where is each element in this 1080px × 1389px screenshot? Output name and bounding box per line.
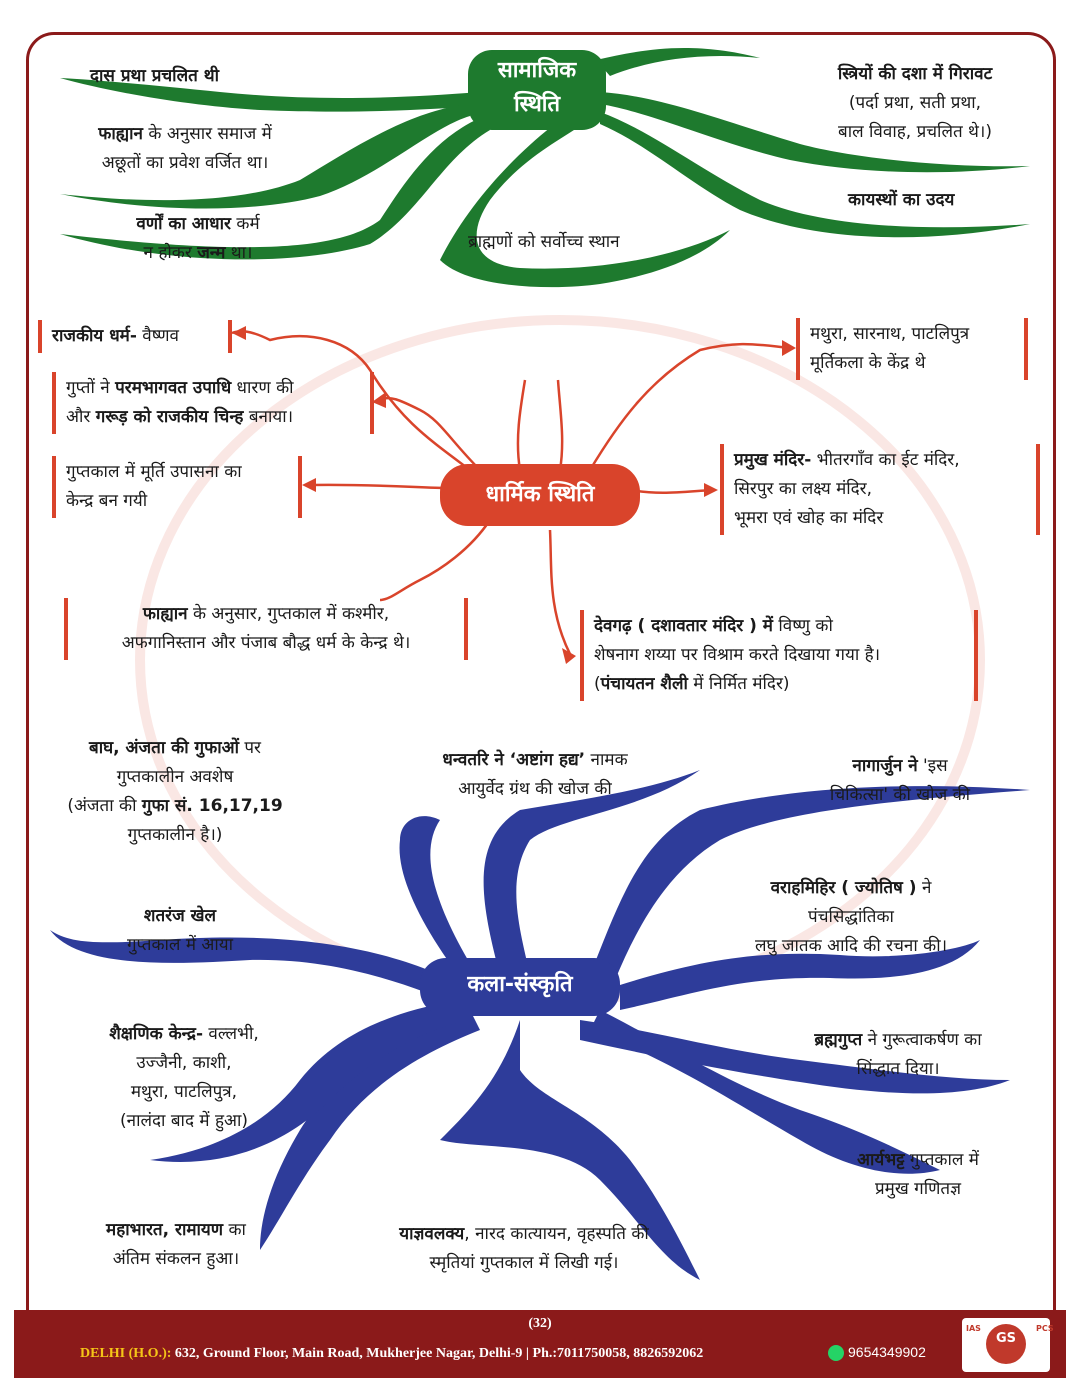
social-brahmin: ब्राह्मणों को सर्वोच्च स्थान — [468, 232, 620, 252]
social-kayastha: कायस्थों का उदय — [848, 190, 955, 210]
social-slavery: दास प्रथा प्रचलित थी — [90, 66, 219, 86]
social-branches — [60, 48, 1030, 288]
footer-address: DELHI (H.O.): 632, Ground Floor, Main Ro… — [80, 1346, 704, 1361]
gs-world-logo: IAS GS PCS — [962, 1318, 1054, 1372]
footer: (32) DELHI (H.O.): 632, Ground Floor, Ma… — [14, 1310, 1066, 1378]
social-varna: वर्णों का आधार कर्म न होकर जन्म था। — [136, 214, 260, 263]
religious-mathura-box: मथुरा, सारनाथ, पाटलिपुत्र मूर्तिकला के क… — [796, 318, 1028, 380]
religious-fahien-box: फाह्यान के अनुसार, गुप्तकाल में कश्मीर, … — [64, 598, 468, 660]
culture-edu: शैक्षणिक केन्द्र- वल्लभी, उज्जैनी, काशी,… — [109, 1024, 259, 1131]
culture-dhanvantari: धन्वतरि ने ‘अष्टांग हद्य’ नामक आयुर्वेद … — [442, 750, 628, 799]
culture-hub-shape — [420, 958, 620, 1016]
culture-bagh: बाघ, अंजता की गुफाओं पर गुप्तकालीन अवशेष… — [67, 738, 283, 845]
culture-nagarjuna: नागार्जुन ने 'इस चिकित्सा' की खोज की — [829, 756, 971, 805]
culture-branches — [50, 770, 1030, 1280]
culture-chess: शतरंज खेल गुप्तकाल में आया — [126, 906, 234, 955]
religious-temples-box: प्रमुख मंदिर- भीतरगाँव का ईट मंदिर, सिरप… — [720, 444, 1040, 535]
culture-smriti: याज्ञवलक्य, नारद कात्यायन, वृहस्पति की स… — [399, 1224, 649, 1273]
culture-brahma: ब्रह्मगुप्त ने गुरूत्वाकर्षण का सिंद्धात… — [814, 1030, 982, 1079]
page-number: (32) — [528, 1316, 552, 1331]
social-women: स्त्रियों की दशा में गिरावट (पर्दा प्रथा… — [837, 64, 993, 142]
culture-varaha: वराहमिहिर ( ज्योतिष ) ने पंचसिद्धांतिका … — [754, 878, 948, 956]
religious-hub-shape — [440, 464, 640, 526]
social-fahien: फाह्यान के अनुसार समाज में अछूतों का प्र… — [98, 124, 272, 173]
social-hub-line-1: सामाजिक — [497, 58, 577, 83]
culture-epic: महाभारत, रामायण का अंतिम संकलन हुआ। — [106, 1220, 246, 1269]
religious-hub: धार्मिक स्थिति — [485, 482, 595, 507]
religious-deogarh-box: देवगढ़ ( दशावतार मंदिर ) में विष्णु को श… — [580, 610, 978, 701]
culture-hub: कला-संस्कृति — [467, 972, 573, 997]
social-hub-shape — [468, 50, 606, 130]
religious-state-box: राजकीय धर्म- वैष्णव — [38, 320, 232, 353]
footer-whatsapp: 9654349902 — [828, 1344, 926, 1362]
page-frame — [26, 32, 1056, 1322]
social-hub: सामाजिक स्थिति — [468, 54, 606, 122]
religious-arrowheads — [232, 326, 796, 664]
social-hub-line-2: स्थिति — [513, 92, 561, 117]
culture-arya: आर्यभट्ट गुप्तकाल में प्रमुख गणितज्ञ — [857, 1150, 979, 1199]
whatsapp-icon — [828, 1345, 844, 1362]
religious-guptas-box: गुप्तों ने परमभागवत उपाधि धारण की और गरू… — [52, 372, 374, 434]
religious-idol-box: गुप्तकाल में मूर्ति उपासना का केन्द्र बन… — [52, 456, 302, 518]
